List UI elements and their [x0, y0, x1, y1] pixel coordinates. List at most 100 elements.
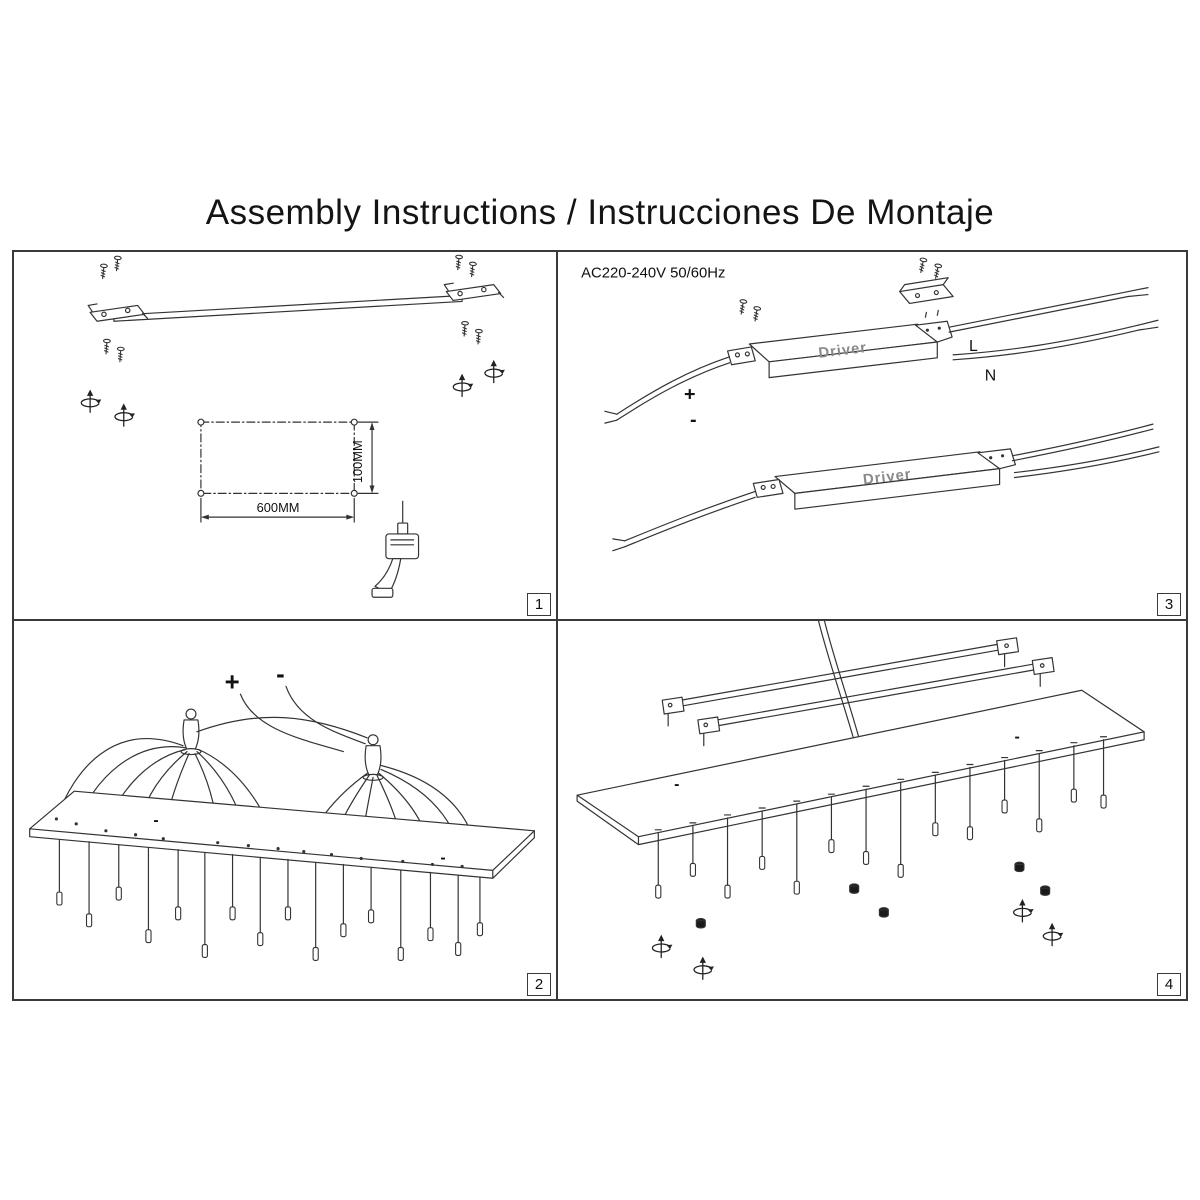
rod-tip-icon [1100, 794, 1107, 809]
rod-tip-icon [145, 929, 152, 944]
rotate-arrow-icon [452, 373, 474, 398]
dim-label-100mm: 100MM [350, 440, 365, 483]
mounting-clip [899, 277, 954, 305]
output-wires-bottom [1011, 423, 1160, 479]
screw-icon [98, 263, 109, 280]
rod-tip-icon [476, 922, 484, 937]
rod-tip-icon [56, 891, 63, 906]
screw-icon [916, 256, 928, 274]
step-number-4: 4 [1157, 973, 1181, 996]
rod-tip-icon [284, 906, 292, 921]
rod-tip-icon [758, 855, 766, 870]
input-wire [604, 356, 731, 424]
end-cap-icon [878, 907, 889, 918]
pendant-rods [58, 839, 481, 951]
mounting-bar [113, 294, 463, 322]
plus-label: + [684, 383, 696, 405]
rod-tip-icon [455, 942, 462, 957]
rotate-arrow-icon [693, 955, 715, 980]
rod-tip-icon [312, 946, 319, 962]
screw-icon [453, 254, 464, 271]
pendant-rods [657, 739, 1105, 888]
drill-icon [371, 500, 420, 598]
rotate-arrow-icon [80, 388, 102, 413]
plus-label: + [225, 668, 240, 696]
rod-tip-icon [367, 909, 375, 924]
polarity-mark: - [1014, 729, 1019, 746]
driver-box-top [726, 309, 953, 379]
rod-tip-icon [897, 863, 904, 878]
screw-icon [467, 261, 478, 278]
screw-icon [931, 262, 943, 280]
plate-screws [654, 736, 1108, 831]
rod-tip-icon [793, 880, 800, 895]
supply-wires [239, 685, 366, 753]
rotate-arrow-icon [1012, 898, 1035, 923]
rod-tip-icon [201, 943, 209, 959]
polarity-mark: - [674, 776, 679, 793]
step-number-2: 2 [527, 973, 551, 996]
rotate-arrow-icon [484, 359, 506, 384]
minus-label: - [690, 409, 697, 431]
end-cap-icon [849, 883, 860, 894]
step-number-3: 3 [1157, 593, 1181, 616]
page-title: Assembly Instructions / Instrucciones De… [205, 193, 995, 232]
live-label: L [969, 338, 978, 355]
dim-label-600mm: 600MM [257, 500, 300, 515]
rotate-arrow-icon [1042, 922, 1064, 947]
rod-tip-icon [340, 923, 347, 938]
screw-icon [102, 338, 112, 355]
screw-icon [460, 320, 470, 337]
mounting-bar-1 [661, 637, 1020, 727]
screw-icon [115, 346, 125, 363]
panel-step-3: AC220-240V 50/60Hz [556, 250, 1188, 621]
rod-tip-icon [724, 884, 731, 899]
rod-tip-icon [174, 906, 182, 921]
rod-tip-icon [862, 850, 870, 866]
drilling-template [197, 418, 358, 497]
driver-box-bottom [752, 448, 1017, 510]
input-wire-bottom [612, 490, 756, 552]
minus-label: - [276, 660, 285, 688]
mounting-bar-2 [697, 657, 1055, 747]
end-cap-icon [695, 918, 706, 929]
screw-icon [112, 255, 122, 272]
end-cap-icon [1040, 885, 1051, 896]
ceiling-wire [817, 621, 862, 749]
rod-tip-icon [85, 913, 93, 928]
power-spec-label: AC220-240V 50/60Hz [581, 266, 725, 282]
panel-step-1: 100MM 600MM 1 [12, 250, 558, 621]
rod-tip-icon [655, 884, 662, 899]
rod-tip-icon [397, 946, 404, 962]
panel-step-4: - - 4 [556, 619, 1188, 1001]
neutral-label: N [985, 368, 996, 385]
rod-tip-icon [828, 839, 835, 854]
screw-icon [474, 328, 483, 345]
wire-holder-left [180, 708, 202, 756]
polarity-mark: - [153, 812, 158, 829]
dimension-width [200, 497, 355, 523]
panel-step-2: + - - - 2 [12, 619, 558, 1001]
rotate-arrow-icon [114, 402, 136, 427]
rod-tip-icon [966, 826, 974, 841]
left-bracket [87, 303, 149, 322]
driver-label-top: Driver [818, 340, 868, 362]
screw-icon [737, 298, 748, 316]
rod-tip-icon [257, 932, 264, 947]
rotate-arrow-icon [651, 934, 674, 959]
rod-tip-icon [1070, 788, 1078, 803]
rod-tip-icon [689, 862, 697, 877]
step-number-1: 1 [527, 593, 551, 616]
driver-label-bottom: Driver [862, 467, 912, 489]
canopy-plate [29, 790, 535, 879]
end-cap-icon [1014, 861, 1025, 873]
canopy-plate [576, 689, 1145, 846]
output-wires [948, 287, 1159, 361]
right-bracket [443, 282, 505, 302]
polarity-mark: - [440, 849, 445, 866]
wire-terminals [54, 817, 464, 868]
rod-tip-icon [1036, 818, 1043, 833]
rod-tip-icon [229, 906, 236, 921]
rod-tip-icon [115, 886, 122, 901]
rod-tip-icon [427, 927, 434, 942]
